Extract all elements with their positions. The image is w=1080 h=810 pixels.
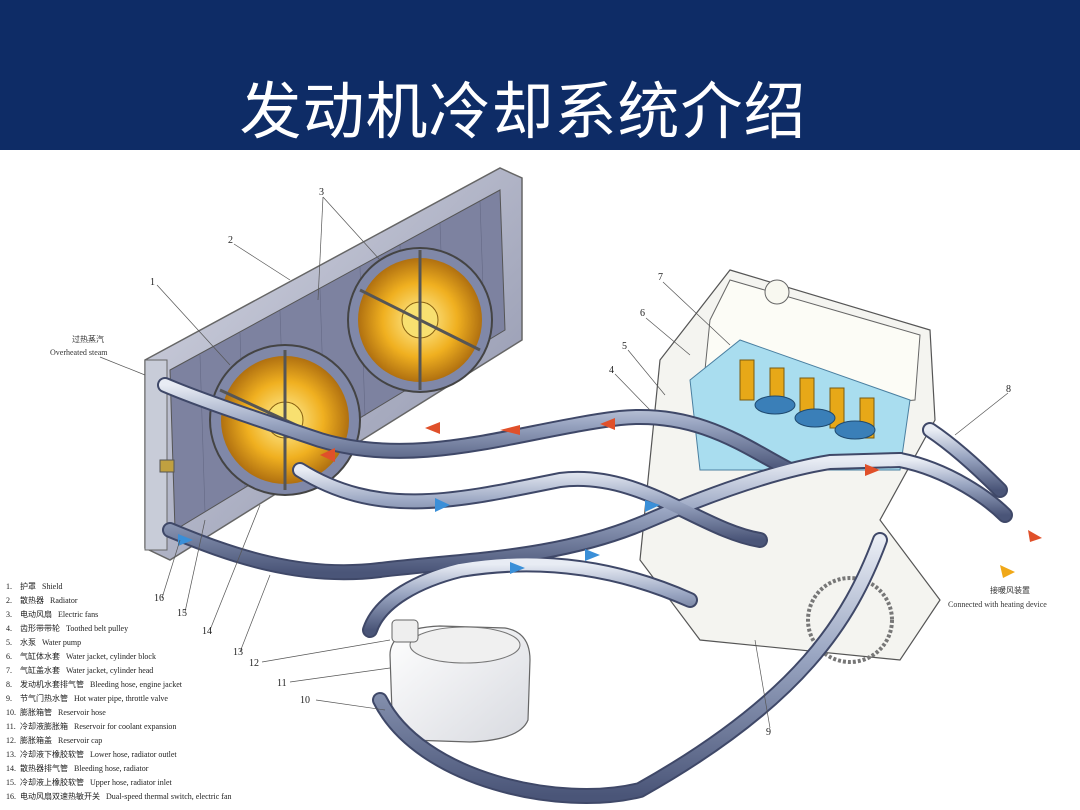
- legend-item: 4. 齿形带带轮 Toothed belt pulley: [6, 622, 306, 636]
- legend-number: 14.: [6, 764, 16, 773]
- legend-zh: 冷却液下橡胶软管: [20, 750, 84, 759]
- leader-lines: [99, 196, 1009, 729]
- callout-5: 5: [622, 341, 627, 352]
- legend-item: 5. 水泵 Water pump: [6, 636, 306, 650]
- legend-en: Hot water pipe, throttle valve: [74, 694, 168, 703]
- legend-zh: 节气门热水管: [20, 694, 68, 703]
- callout-3: 3: [319, 187, 324, 198]
- legend-zh: 齿形带带轮: [20, 624, 60, 633]
- legend-zh: 气缸盖水套: [20, 666, 60, 675]
- callout-15: 15: [177, 608, 187, 619]
- callout-10: 10: [300, 695, 310, 706]
- legend-en: Bleeding hose, engine jacket: [90, 680, 182, 689]
- callout-14: 14: [202, 626, 212, 637]
- legend-zh: 电动风扇双速热敏开关: [20, 792, 100, 801]
- callout-4: 4: [609, 365, 614, 376]
- legend-en: Radiator: [50, 596, 78, 605]
- legend-item: 15. 冷却液上橡胶软管 Upper hose, radiator inlet: [6, 776, 306, 790]
- callout-8: 8: [1006, 384, 1011, 395]
- flow-arrows: [178, 418, 1042, 578]
- legend-item: 16. 电动风扇双速热敏开关 Dual-speed thermal switch, …: [6, 790, 306, 804]
- legend-item: 7. 气缸盖水套 Water jacket, cylinder head: [6, 664, 306, 678]
- callout-11: 11: [277, 678, 287, 689]
- callout-9: 9: [766, 727, 771, 738]
- legend-number: 13.: [6, 750, 16, 759]
- legend-zh: 水泵: [20, 638, 36, 647]
- legend-en: Water jacket, cylinder head: [66, 666, 154, 675]
- legend-en: Shield: [42, 582, 63, 591]
- heating-device-label-zh: 接暖风装置: [990, 585, 1030, 595]
- legend-en: Reservoir cap: [58, 736, 103, 745]
- legend-number: 8.: [6, 680, 12, 689]
- legend-zh: 散热器: [20, 596, 44, 605]
- legend-item: 3. 电动风扇 Electric fans: [6, 608, 306, 622]
- legend-item: 8. 发动机水套排气管 Bleeding hose, engine jacket: [6, 678, 306, 692]
- legend-en: Reservoir hose: [58, 708, 106, 717]
- heating-device-label-en: Connected with heating device: [948, 600, 1047, 609]
- legend-en: Electric fans: [58, 610, 99, 619]
- legend-zh: 发动机水套排气管: [20, 680, 84, 689]
- callout-13: 13: [233, 647, 243, 658]
- title-bar: [0, 0, 1080, 150]
- legend-item: 11. 冷却液膨胀箱 Reservoir for coolant expansion: [6, 720, 306, 734]
- legend-zh: 散热器排气管: [20, 764, 68, 773]
- legend-zh: 电动风扇: [20, 610, 52, 619]
- legend-en: Bleeding hose, radiator: [74, 764, 149, 773]
- legend-item: 10. 膨胀箱管 Reservoir hose: [6, 706, 306, 720]
- legend-en: Reservoir for coolant expansion: [74, 722, 177, 731]
- legend-en: Dual-speed thermal switch, electric fan: [106, 792, 232, 801]
- legend-number: 1.: [6, 582, 12, 591]
- legend-number: 6.: [6, 652, 12, 661]
- legend-number: 15.: [6, 778, 16, 787]
- callout-1: 1: [150, 277, 155, 288]
- page-title: 发动机冷却系统介绍: [239, 75, 807, 148]
- callout-2: 2: [228, 235, 233, 246]
- legend-item: 2. 散热器 Radiator: [6, 594, 306, 608]
- legend-zh: 护罩: [20, 582, 36, 591]
- legend-number: 10.: [6, 708, 16, 717]
- legend-number: 5.: [6, 638, 12, 647]
- legend-en: Water jacket, cylinder block: [66, 652, 156, 661]
- legend-item: 12. 膨胀箱盖 Reservoir cap: [6, 734, 306, 748]
- parts-legend: 1. 护罩 Shield 2. 散热器 Radiator 3. 电动风扇 Electric …: [6, 580, 306, 804]
- legend-en: Water pump: [42, 638, 82, 647]
- legend-en: Toothed belt pulley: [66, 624, 129, 633]
- coolant-hoses: [157, 377, 1013, 804]
- legend-number: 11.: [6, 722, 16, 731]
- legend-item: 13. 冷却液下橡胶软管 Lower hose, radiator outlet: [6, 748, 306, 762]
- callout-12: 12: [249, 658, 259, 669]
- overheated-steam-label-zh: 过热蒸汽: [72, 334, 104, 344]
- legend-item: 9. 节气门热水管 Hot water pipe, throttle valve: [6, 692, 306, 706]
- legend-item: 1. 护罩 Shield: [6, 580, 306, 594]
- legend-number: 4.: [6, 624, 12, 633]
- legend-zh: 膨胀箱管: [20, 708, 52, 717]
- legend-en: Lower hose, radiator outlet: [90, 750, 177, 759]
- legend-en: Upper hose, radiator inlet: [90, 778, 172, 787]
- legend-number: 2.: [6, 596, 12, 605]
- legend-number: 3.: [6, 610, 12, 619]
- legend-number: 12.: [6, 736, 16, 745]
- coolant-reservoir: [389, 619, 531, 743]
- legend-item: 6. 气缸体水套 Water jacket, cylinder block: [6, 650, 306, 664]
- legend-item: 14. 散热器排气管 Bleeding hose, radiator: [6, 762, 306, 776]
- legend-number: 7.: [6, 666, 12, 675]
- legend-zh: 冷却液上橡胶软管: [20, 778, 84, 787]
- callout-numbers: 1 2 3 4 5 6 7 8 9 10 11 12 13 14 15 16: [150, 187, 1011, 738]
- legend-zh: 膨胀箱盖: [20, 736, 52, 745]
- legend-zh: 冷却液膨胀箱: [20, 722, 68, 731]
- cooling-system-diagram: 1 2 3 4 5 6 7 8 9 10 11 12 13 14 15 16 过…: [50, 167, 1047, 804]
- thermal-switch: [159, 459, 175, 473]
- legend-zh: 气缸体水套: [20, 652, 60, 661]
- overheated-steam-label-en: Overheated steam: [50, 348, 108, 357]
- callout-7: 7: [658, 272, 663, 283]
- callout-6: 6: [640, 308, 645, 319]
- legend-number: 16.: [6, 792, 16, 801]
- callout-16: 16: [154, 593, 164, 604]
- legend-number: 9.: [6, 694, 12, 703]
